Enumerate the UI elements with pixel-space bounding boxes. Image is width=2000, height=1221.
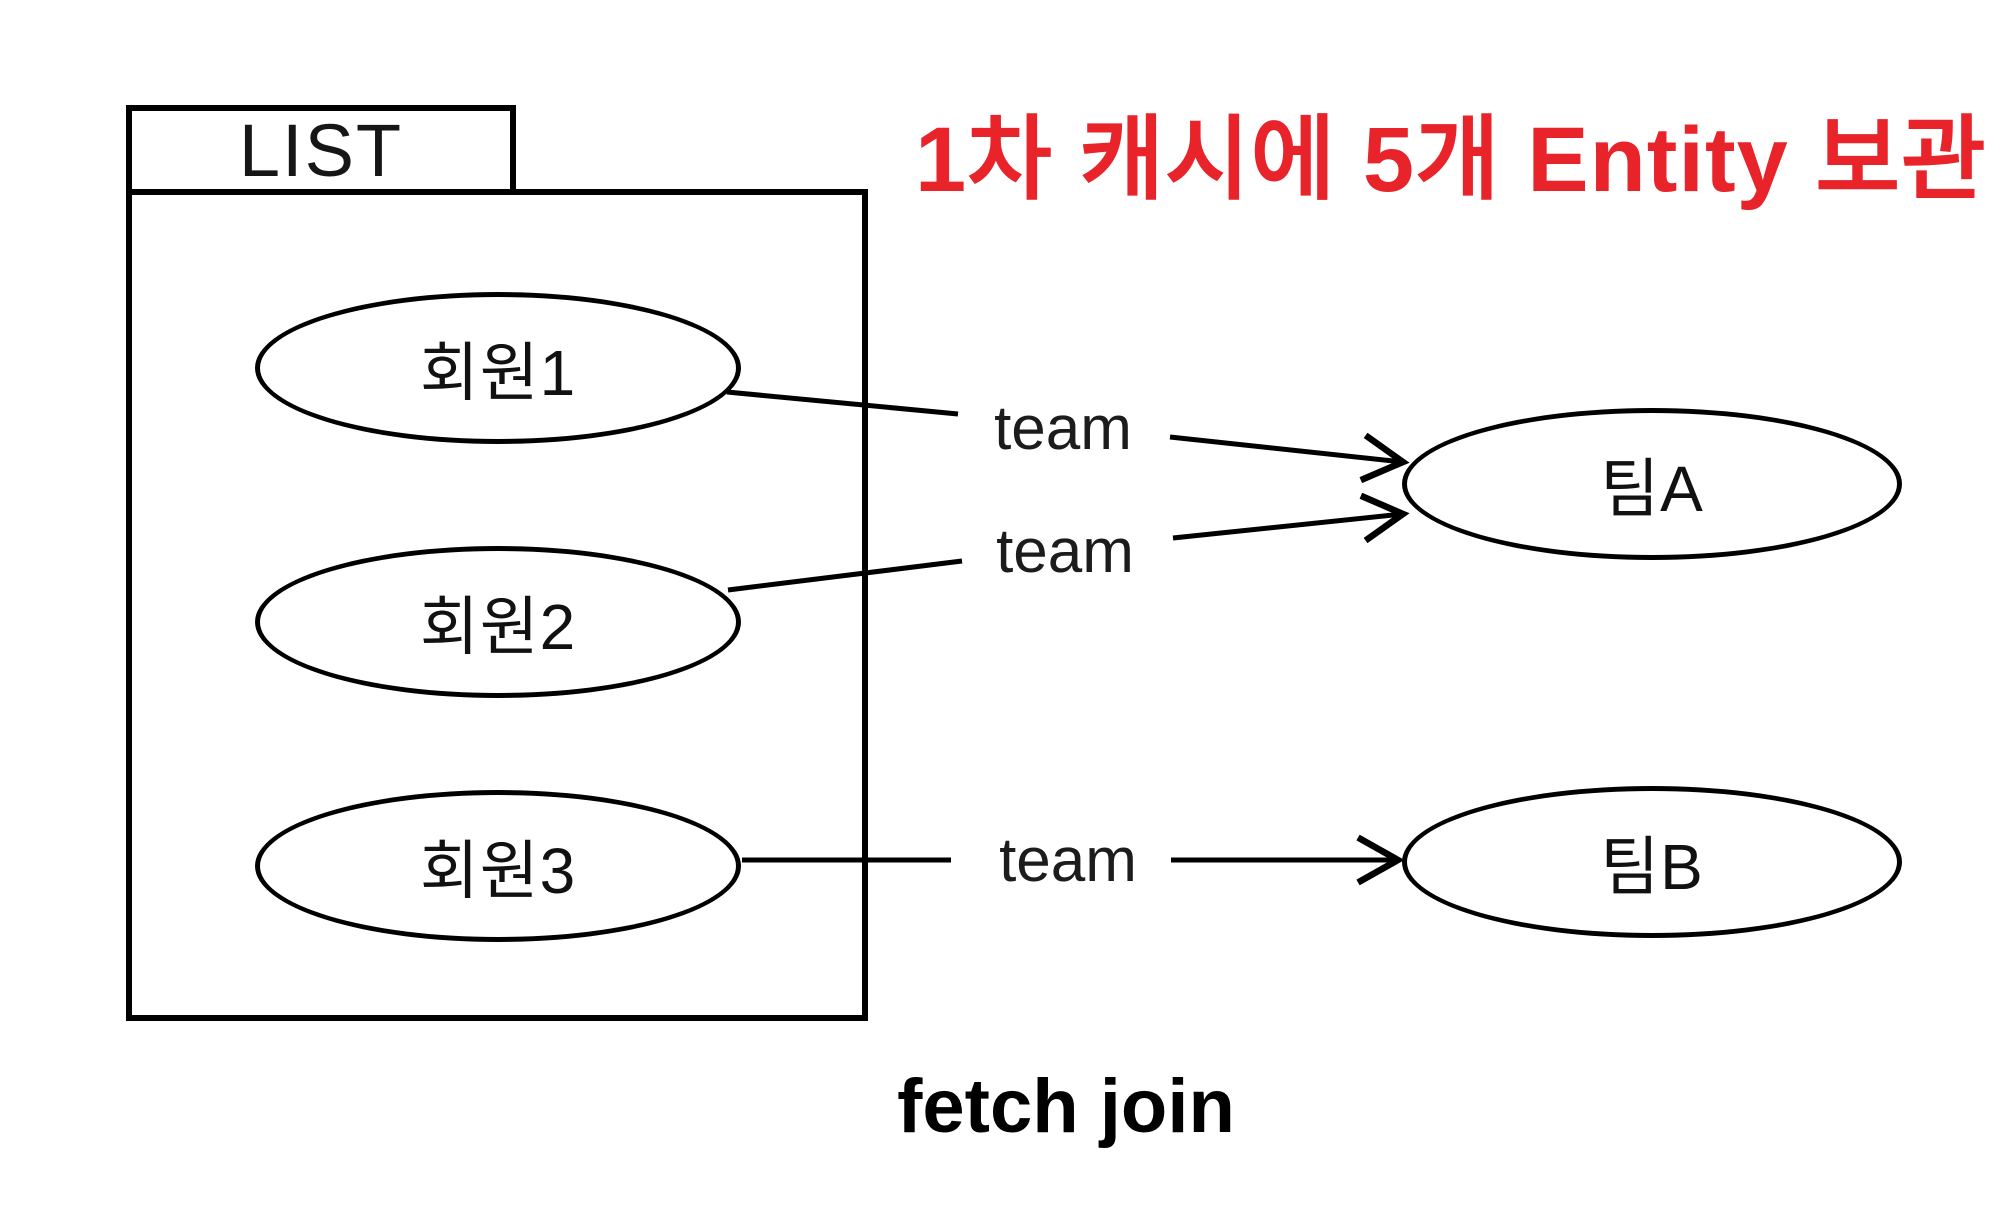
edge-arrow-to-teamA-1: [1169, 437, 1403, 462]
member-3-ellipse: 회원3: [255, 790, 741, 942]
cache-note-text: 1차 캐시에 5개 Entity 보관: [915, 109, 1987, 211]
team-edge-label-2: team: [996, 516, 1134, 586]
team-a-ellipse: 팀A: [1402, 408, 1902, 560]
team-edge-label-1: team: [994, 393, 1132, 463]
edge-line-member1: [726, 389, 959, 417]
team-edge-label-3: team: [999, 825, 1137, 895]
member-1-ellipse: 회원1: [255, 292, 741, 444]
member-2-label: 회원2: [419, 591, 577, 663]
team-b-ellipse: 팀B: [1402, 786, 1902, 938]
member-3-label: 회원3: [419, 835, 577, 907]
team-a-label: 팀A: [1600, 453, 1704, 525]
team-b-label: 팀B: [1600, 831, 1704, 903]
member-2-ellipse: 회원2: [255, 546, 741, 698]
member-1-label: 회원1: [419, 337, 577, 409]
edge-arrow-to-teamA-2: [1172, 514, 1403, 538]
edge-line-member2: [727, 558, 963, 593]
fetch-join-caption: fetch join: [897, 1063, 1235, 1149]
list-box-label: LIST: [238, 108, 404, 192]
